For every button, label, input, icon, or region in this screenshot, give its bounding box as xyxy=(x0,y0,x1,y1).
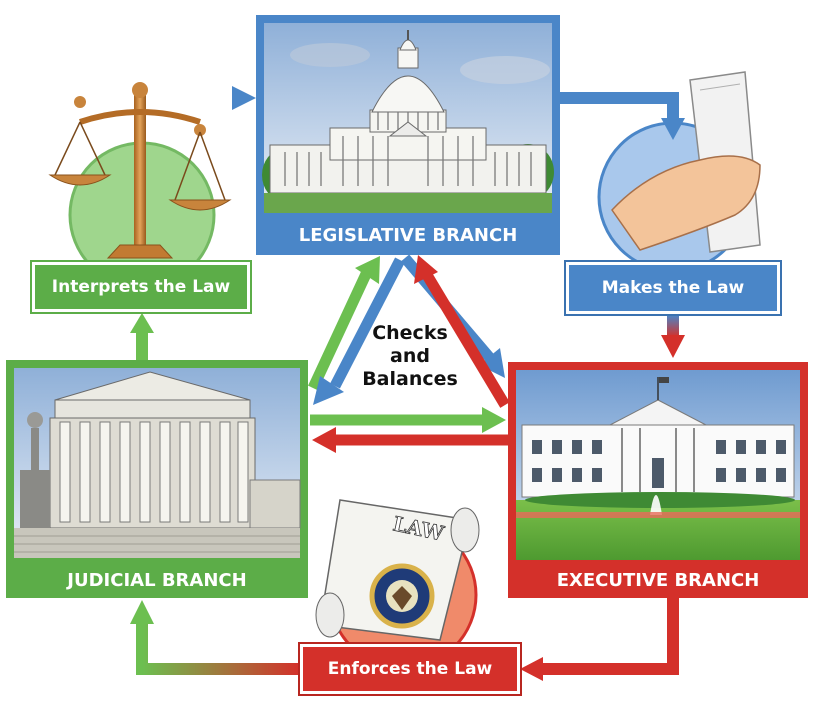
arrowhead-interprets-up xyxy=(130,313,154,333)
center-line-2: and xyxy=(390,345,430,367)
center-line-1: Checks xyxy=(372,322,448,344)
center-line-3: Balances xyxy=(362,368,458,390)
hedge-icon xyxy=(525,492,795,508)
arrow-executive-to-enforces xyxy=(540,598,679,675)
capitol-building-icon xyxy=(269,30,547,194)
arrowhead-judicial-up xyxy=(130,600,154,624)
enforces-the-law-label: Enforces the Law xyxy=(298,642,522,696)
arrowhead-legislative-left xyxy=(232,86,256,110)
executive-branch-label: EXECUTIVE BRANCH xyxy=(556,569,760,591)
arrowhead-executive-down xyxy=(661,335,685,358)
arrow-legislative-to-makes xyxy=(560,92,679,120)
law-scroll-icon: LAW xyxy=(315,499,480,641)
check-head-judicial-to-executive xyxy=(482,407,506,433)
check-head-executive-to-legislative xyxy=(414,255,438,284)
arrowhead-enforces-left xyxy=(520,657,543,681)
judicial-branch-label: JUDICIAL BRANCH xyxy=(67,569,247,591)
makes-the-law-label: Makes the Law xyxy=(564,260,782,316)
check-head-legislative-to-executive xyxy=(479,348,505,378)
white-house-icon xyxy=(521,377,795,498)
arrow-judicial-to-interprets xyxy=(136,330,148,360)
arrow-makes-to-executive xyxy=(667,315,679,337)
check-judicial-to-legislative xyxy=(308,271,371,391)
arrow-enforces-to-judicial xyxy=(136,622,300,675)
scales-of-justice-icon xyxy=(48,82,232,259)
judicial-panel xyxy=(6,360,308,598)
arrowhead-makes-down xyxy=(661,118,685,140)
check-legislative-to-judicial xyxy=(330,257,405,389)
interprets-the-law-label: Interprets the Law xyxy=(30,260,252,314)
check-head-legislative-to-judicial xyxy=(313,376,344,405)
fountain-icon xyxy=(650,495,662,515)
check-head-executive-to-judicial xyxy=(312,427,336,453)
supreme-court-building-icon xyxy=(20,371,301,529)
rolled-law-in-hand-icon xyxy=(611,71,761,253)
check-head-judicial-to-legislative xyxy=(355,256,380,284)
legislative-panel xyxy=(256,15,560,255)
check-executive-to-legislative xyxy=(422,272,510,408)
checks-and-balances-label: Checks and Balances xyxy=(355,322,465,391)
executive-panel xyxy=(508,362,808,598)
legislative-branch-label: LEGISLATIVE BRANCH xyxy=(298,224,518,246)
